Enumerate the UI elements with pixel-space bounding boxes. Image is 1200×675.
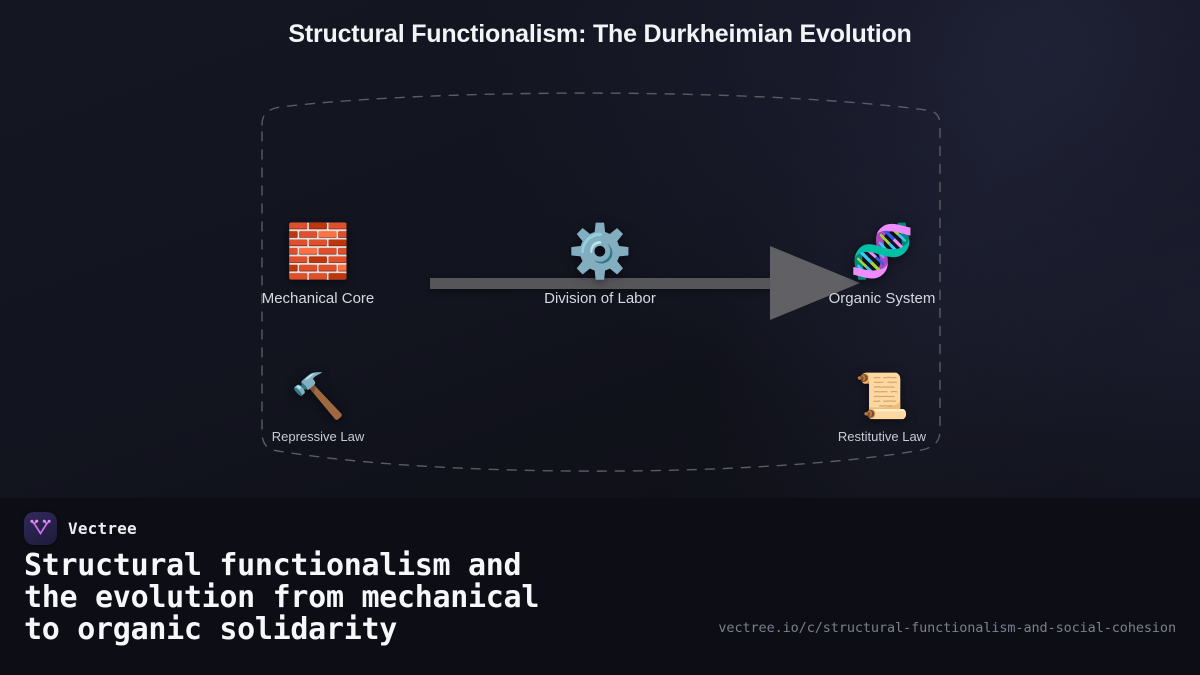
page-title: Structural Functionalism: The Durkheimia… [288,20,912,48]
diagram-area: 🧱 Mechanical Core ⚙️ Division of Labor 🧬… [0,70,1200,500]
brand-row[interactable]: Vectree [24,512,137,545]
diagram-node-label: Repressive Law [271,429,365,444]
diagram-node-label: Mechanical Core [261,290,375,307]
arrow-head [770,246,860,320]
arrow-shaft [430,278,770,289]
diagram-node-repressive-law[interactable]: 🔨 Repressive Law [198,371,438,445]
headline: Structural functionalism and the evoluti… [24,548,540,647]
diagram-node-label: Restitutive Law [837,429,927,444]
gear-icon: ⚙️ [567,222,633,282]
diagram-node-organic-system[interactable]: 🧬 Organic System [762,226,1002,307]
diagram-node-label: Organic System [828,290,936,307]
brand-name: Vectree [68,519,137,538]
vectree-logo-icon[interactable] [24,512,57,545]
diagram-node-restitutive-law[interactable]: 📜 Restitutive Law [762,371,1002,445]
evolution-arrow [430,246,860,320]
hammer-icon: 🔨 [290,371,346,422]
brick-wall-icon: 🧱 [285,222,351,282]
diagram-node-label: Division of Labor [544,290,656,307]
diagram-node-mechanical-core[interactable]: 🧱 Mechanical Core [198,226,438,307]
dashed-frame [261,92,941,472]
scroll-icon: 📜 [854,371,910,422]
dna-icon: 🧬 [849,222,915,282]
source-url: vectree.io/c/structural-functionalism-an… [718,620,1176,636]
branding-band: Vectree Structural functionalism and the… [0,498,1200,675]
diagram-node-division-of-labor[interactable]: ⚙️ Division of Labor [480,226,720,307]
